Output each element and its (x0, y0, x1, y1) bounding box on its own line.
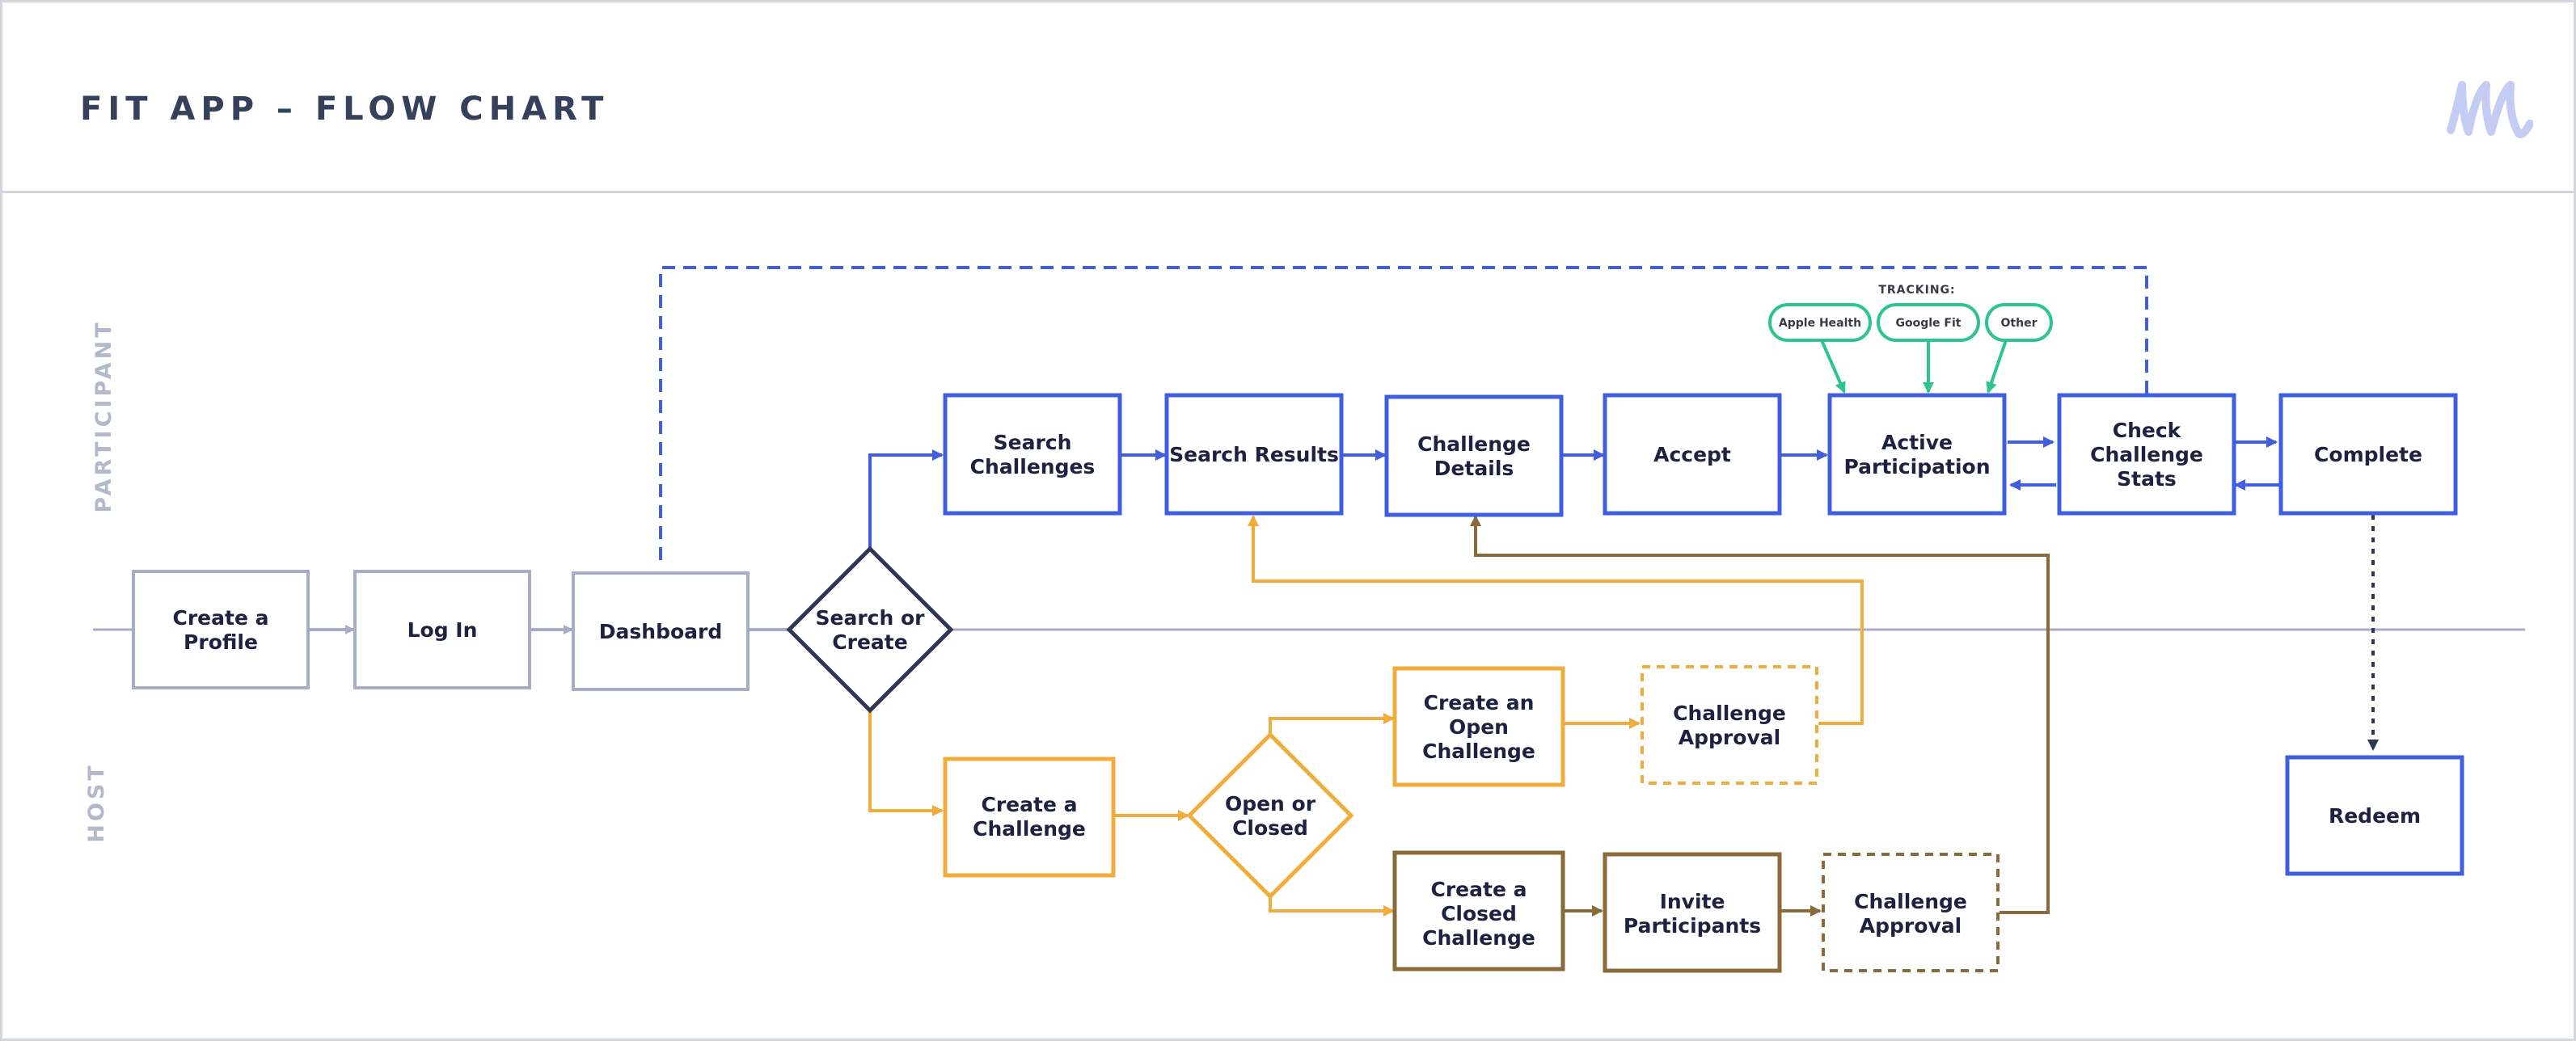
edge-apple-health-to-active (1820, 339, 1846, 394)
node-label-line: Open (1449, 715, 1509, 739)
node-dashboard[interactable]: Dashboard (572, 571, 750, 691)
node-label-line: Approval (1860, 914, 1962, 938)
node-label-line: Complete (2314, 443, 2422, 466)
brand-logo (2447, 81, 2533, 138)
node-label-line: Closed (1232, 816, 1308, 840)
node-label-line: Create (832, 630, 907, 654)
node-label-line: Challenge (1854, 890, 1967, 913)
node-open-or-closed-decision[interactable]: Open or Closed (1186, 731, 1354, 900)
node-label-line: Challenge (1417, 432, 1531, 456)
node-label-line: Log In (408, 618, 478, 642)
tracking-label: TRACKING: (1878, 284, 1955, 297)
node-create-challenge[interactable]: Create a Challenge (943, 757, 1116, 878)
tracking-source-label: Google Fit (1896, 317, 1962, 330)
edge-other-to-active (1986, 339, 2008, 394)
node-search-results[interactable]: Search Results (1164, 393, 1344, 516)
node-label-line: Active (1881, 431, 1953, 454)
edge-open-closed-to-open (1269, 713, 1395, 735)
edge-approval-to-details (1470, 515, 2050, 914)
node-label-line: Create a (1431, 878, 1527, 901)
node-search-challenges[interactable]: Search Challenges (943, 393, 1122, 516)
node-label-line: Accept (1653, 443, 1731, 466)
node-redeem[interactable]: Redeem (2285, 755, 2464, 876)
node-complete[interactable]: Complete (2278, 393, 2458, 516)
tracking-google-fit[interactable]: Google Fit (1877, 303, 1980, 342)
node-label-line: Closed (1441, 902, 1517, 925)
edge-decision-to-create (868, 710, 944, 816)
node-challenge-approval-open[interactable]: Challenge Approval (1641, 665, 1818, 785)
lane-label-host: HOST (84, 762, 109, 842)
edge-approval-to-results (1248, 515, 1864, 725)
node-check-challenge-stats[interactable]: Check Challenge Stats (2057, 393, 2236, 516)
node-label-line: Create a (173, 606, 269, 630)
edge-stats-to-dashboard-dashed (659, 266, 2148, 565)
tracking-source-label: Apple Health (1779, 317, 1861, 330)
node-label-line: Search (994, 431, 1072, 454)
node-label-line: Search or (816, 606, 926, 630)
edge-decision-to-search (868, 449, 944, 549)
node-label-line: Participation (1843, 455, 1990, 478)
node-label-line: Participants (1624, 914, 1761, 938)
tracking-other[interactable]: Other (1985, 303, 2053, 342)
node-label-line: Challenges (970, 455, 1096, 478)
tracking-source-label: Other (2001, 317, 2038, 330)
node-label-line: Details (1434, 457, 1514, 480)
tracking-apple-health[interactable]: Apple Health (1768, 303, 1872, 342)
node-challenge-approval-closed[interactable]: Challenge Approval (1822, 853, 2000, 972)
node-label-line: Challenge (1422, 740, 1535, 763)
node-label-line: Profile (184, 630, 258, 654)
lane-label-participant: PARTICIPANT (91, 319, 116, 512)
node-create-open-challenge[interactable]: Create an Open Challenge (1392, 666, 1565, 787)
node-label-line: Create an (1424, 691, 1535, 714)
node-label-line: Challenge (2090, 443, 2203, 466)
node-log-in[interactable]: Log In (353, 570, 531, 689)
node-create-closed-challenge[interactable]: Create a Closed Challenge (1392, 850, 1565, 971)
node-label-line: Challenge (973, 817, 1086, 841)
node-active-participation[interactable]: Active Participation (1827, 393, 2007, 516)
node-label-line: Stats (2117, 467, 2177, 491)
node-label-line: Challenge (1422, 926, 1535, 950)
node-challenge-details[interactable]: Challenge Details (1384, 394, 1564, 517)
node-invite-participants[interactable]: Invite Participants (1603, 852, 1782, 973)
header: FIT APP – FLOW CHART (2, 2, 2574, 193)
node-label-line: Redeem (2329, 804, 2421, 828)
node-search-or-create-decision[interactable]: Search or Create (786, 546, 954, 714)
node-label-line: Check (2113, 419, 2182, 442)
node-label-line: Open or (1225, 792, 1316, 816)
node-label-line: Challenge (1673, 702, 1786, 725)
node-label-line: Search Results (1169, 443, 1339, 466)
node-label-line: Dashboard (599, 620, 722, 643)
node-label-line: Invite (1660, 890, 1725, 913)
node-label-line: Approval (1679, 726, 1780, 749)
node-create-profile[interactable]: Create a Profile (132, 570, 310, 689)
node-label-line: Create a (982, 793, 1078, 816)
page-title: FIT APP – FLOW CHART (80, 91, 610, 128)
edge-open-closed-to-closed (1269, 896, 1395, 917)
node-accept[interactable]: Accept (1603, 393, 1782, 516)
